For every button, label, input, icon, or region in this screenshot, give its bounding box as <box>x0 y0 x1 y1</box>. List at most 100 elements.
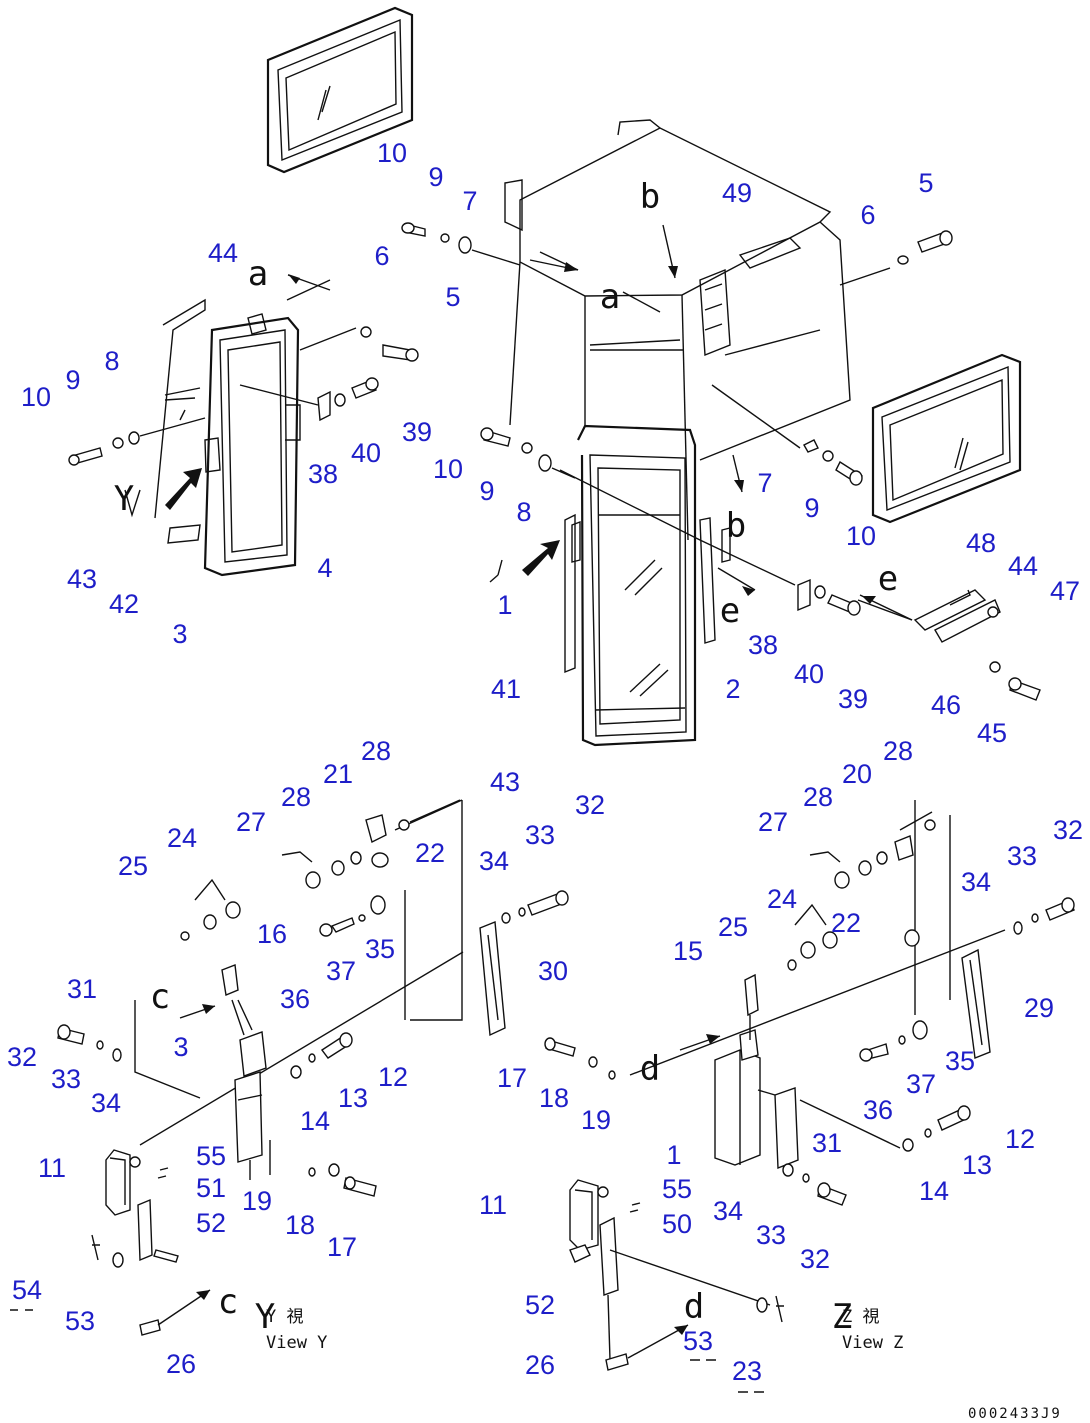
part-callout: 48 <box>966 528 996 558</box>
part-callout: 1 <box>666 1140 681 1170</box>
view-y-caption-en: View Y <box>266 1333 327 1353</box>
reference-letter: d <box>684 1287 704 1327</box>
part-callout: 44 <box>1008 551 1038 581</box>
part-callout: 22 <box>415 838 445 868</box>
top-left-window-panel <box>266 6 414 174</box>
hardware-main <box>68 222 1041 701</box>
part-callout: 28 <box>803 782 833 812</box>
part-callout: 34 <box>91 1088 121 1118</box>
part-callout: 16 <box>257 919 287 949</box>
view-y-caption-kanji: Y 視 <box>266 1307 303 1327</box>
part-callout: 18 <box>285 1210 315 1240</box>
part-callout: 55 <box>662 1174 692 1204</box>
part-callout: 34 <box>479 846 509 876</box>
part-callout: 43 <box>490 767 520 797</box>
part-callout: 53 <box>683 1326 713 1356</box>
part-callout: 41 <box>491 674 521 704</box>
part-callout: 36 <box>280 984 310 1014</box>
reference-letter: a <box>248 254 268 294</box>
part-callout: 9 <box>479 476 494 506</box>
part-callout: 30 <box>538 956 568 986</box>
part-callout: 34 <box>961 867 991 897</box>
part-callout: 54 <box>12 1275 42 1305</box>
part-callout: 14 <box>919 1176 949 1206</box>
part-callout: 47 <box>1050 576 1080 606</box>
view-z-caption-en: View Z <box>842 1333 903 1353</box>
reference-letter: b <box>640 177 660 217</box>
part-callout: 44 <box>208 238 238 268</box>
part-callout: 19 <box>581 1105 611 1135</box>
part-callout: 5 <box>445 282 460 312</box>
part-callout: 17 <box>497 1063 527 1093</box>
part-callout: 37 <box>326 956 356 986</box>
part-callout: 28 <box>361 736 391 766</box>
part-callout: 31 <box>812 1128 842 1158</box>
part-callout: 9 <box>804 493 819 523</box>
part-callout: 15 <box>673 936 703 966</box>
right-window-panel <box>871 353 1022 524</box>
part-callout: 33 <box>1007 841 1037 871</box>
part-callout: 43 <box>67 564 97 594</box>
part-callout: 26 <box>166 1349 196 1379</box>
part-callout: 18 <box>539 1083 569 1113</box>
part-callout: 23 <box>732 1356 762 1386</box>
callouts-view-y: 2821282722242532333435373630163131213143… <box>7 736 605 1379</box>
part-callout: 39 <box>402 417 432 447</box>
reference-letter: c <box>218 1282 238 1322</box>
part-callout: 35 <box>365 934 395 964</box>
part-callout: 19 <box>242 1186 272 1216</box>
part-callout: 38 <box>308 459 338 489</box>
part-callout: 53 <box>65 1306 95 1336</box>
part-callout: 32 <box>1053 815 1083 845</box>
part-callout: 10 <box>846 521 876 551</box>
part-callout: 52 <box>196 1208 226 1238</box>
part-callout: 32 <box>800 1244 830 1274</box>
part-callout: 25 <box>718 912 748 942</box>
part-callout: 28 <box>883 736 913 766</box>
part-callout: 49 <box>722 178 752 208</box>
part-callout: 40 <box>351 438 381 468</box>
tick-marks <box>10 1309 764 1393</box>
part-callout: 9 <box>65 365 80 395</box>
part-callout: 46 <box>931 690 961 720</box>
part-callout: 33 <box>51 1064 81 1094</box>
part-callout: 27 <box>236 807 266 837</box>
part-callout: 25 <box>118 851 148 881</box>
part-callout: 8 <box>104 346 119 376</box>
view-label: Z <box>832 1297 852 1337</box>
view-arrow-z <box>489 540 560 583</box>
part-callout: 22 <box>831 908 861 938</box>
part-callout: 50 <box>662 1209 692 1239</box>
reference-letter: e <box>878 559 898 599</box>
part-callout: 39 <box>838 684 868 714</box>
left-door-assembly <box>154 298 301 577</box>
view-label: Y <box>114 479 134 519</box>
part-callout: 14 <box>300 1106 330 1136</box>
part-callout: 13 <box>962 1150 992 1180</box>
part-callout: 10 <box>377 138 407 168</box>
part-callout: 12 <box>1005 1124 1035 1154</box>
part-callout: 17 <box>327 1232 357 1262</box>
part-callout: 20 <box>842 759 872 789</box>
part-callout: 31 <box>67 974 97 1004</box>
part-callout: 38 <box>748 630 778 660</box>
part-callout: 13 <box>338 1083 368 1113</box>
reference-letter: a <box>600 277 620 317</box>
part-callout: 12 <box>378 1062 408 1092</box>
reference-letter: e <box>720 591 740 631</box>
reference-arrows <box>287 251 913 621</box>
part-callout: 40 <box>794 659 824 689</box>
part-callout: 35 <box>945 1046 975 1076</box>
part-callout: 37 <box>906 1069 936 1099</box>
part-callout: 33 <box>756 1220 786 1250</box>
part-callout: 51 <box>196 1173 226 1203</box>
reference-letter: b <box>726 506 746 546</box>
part-callout: 33 <box>525 820 555 850</box>
reference-letter: c <box>150 977 170 1017</box>
